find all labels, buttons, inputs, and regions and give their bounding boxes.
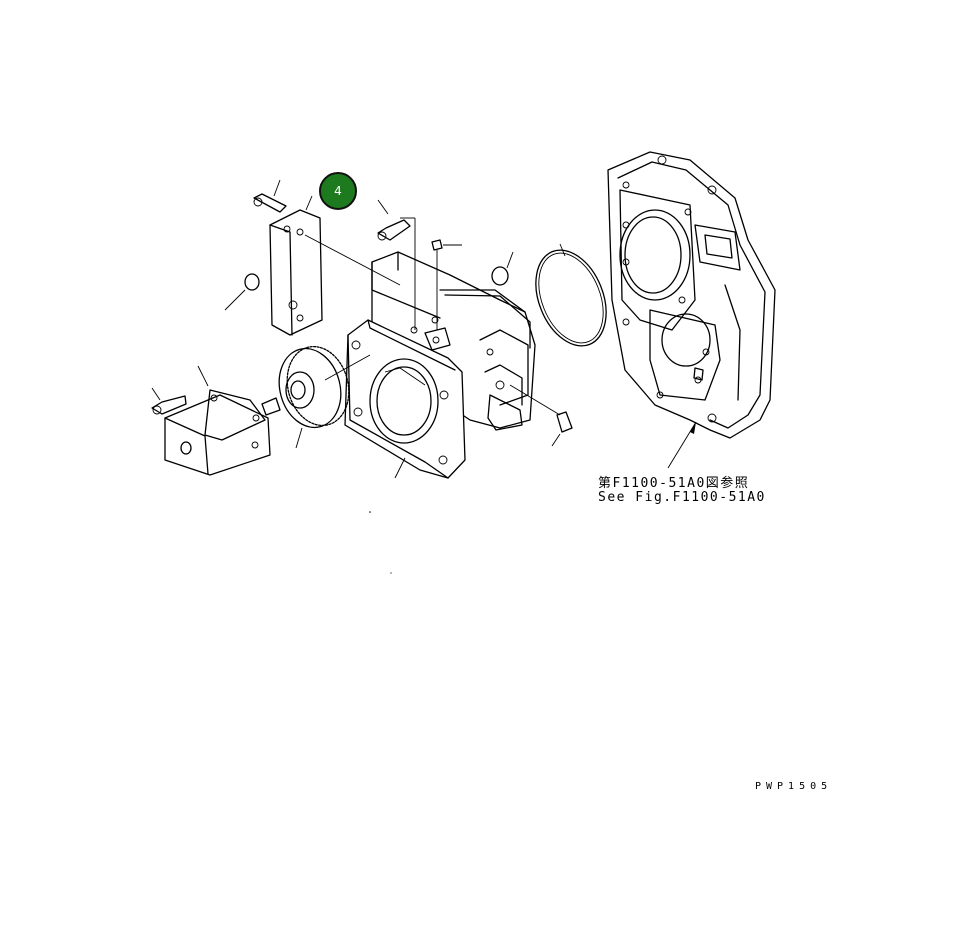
reference-note-jp: 第F1100-51A0図参照 [598,476,750,491]
pump-unit [164,389,271,476]
assembly-lines [197,195,561,574]
plug-icon [491,251,514,286]
part-callout-badge[interactable]: 4 [319,172,357,210]
bolt-icon [261,397,281,416]
bolt-icon [551,411,573,447]
reference-note-en: See Fig.F1100-51A0 [598,490,766,505]
flange-plate [344,319,466,479]
bolt-icon [377,199,411,241]
dowel-pin-icon [224,273,260,311]
bolt-icon [431,239,462,330]
cover-plate [269,209,323,336]
bolt-icon [151,387,187,415]
callout-number: 4 [334,184,342,198]
drawing-code: PWP1505 [755,781,833,792]
reference-leader-line [667,421,697,469]
gear-icon [278,345,350,429]
gear-case-housing [607,151,776,439]
o-ring-icon [535,243,607,347]
bolt-icon [253,179,287,213]
